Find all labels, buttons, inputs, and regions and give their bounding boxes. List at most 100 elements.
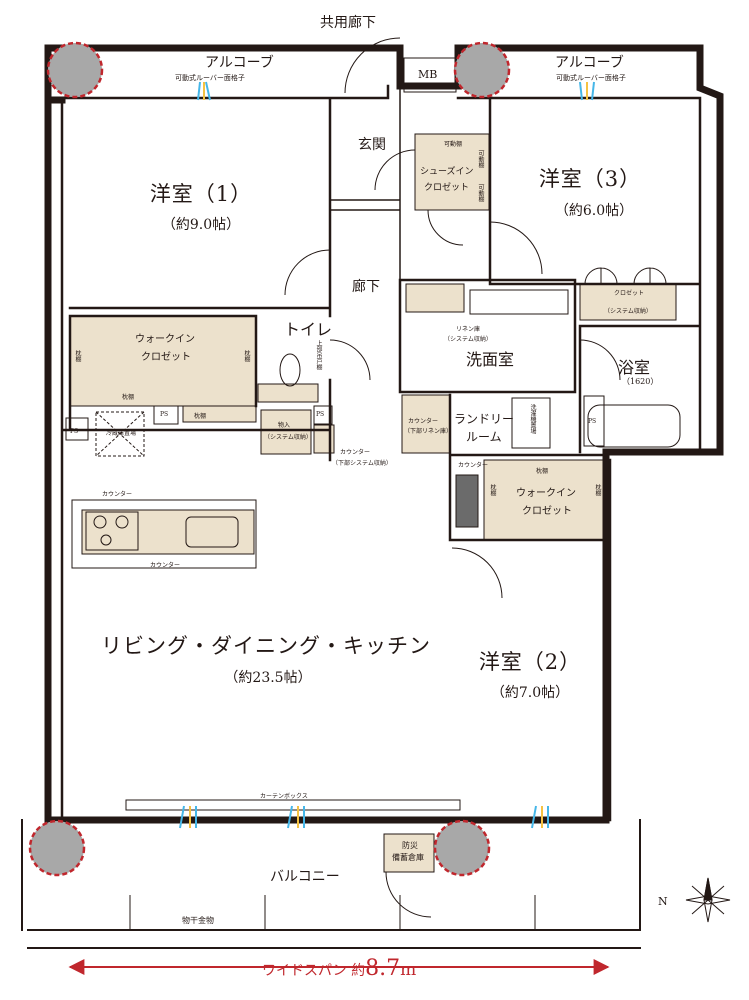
linen-fill [405,283,465,313]
counter-lower-sub-label: （下部システム収納） [332,460,392,467]
kitchen-counter-line [71,499,257,569]
room1-size: （約9.0帖） [161,217,241,233]
storage-label: 物入 [278,422,291,429]
louver-right-label: 可動式ルーバー面格子 [556,74,626,82]
mb-label: MB [418,68,438,81]
wic2-shelf-right: 枕棚 [594,484,601,496]
ps-label-1: PS [70,428,79,435]
ldk-size: （約23.5帖） [224,670,312,686]
laundry-dark-block [455,474,479,528]
movable-shelf-1: 可動棚 [444,141,463,148]
ps-box-1 [65,417,89,441]
compass-icon [685,877,731,923]
column-markers [28,41,511,877]
shoes-closet-fill [414,133,490,211]
bath-size-label: （1620） [622,377,659,386]
alcove-left-label: アルコーブ [205,55,274,71]
washer-space-label: 洗濯機置場 [529,404,536,434]
counter-linen-fill [401,394,451,454]
door-arc-room3 [489,221,543,275]
details [65,37,681,930]
column-marker-bottom-left [28,819,86,877]
closet-fills [69,133,677,873]
fridge-cross [95,411,145,457]
toilet-label: トイレ [284,320,333,339]
counter-lower-label: カウンター [340,449,371,456]
wic2-line1: ウォークイン [516,488,576,499]
door-arc-wash [427,209,464,246]
linen-sub-label: （システム収納） [444,336,492,343]
disaster-storage-line1: 防災 [402,841,418,850]
room1-title: 洋室（1） [149,182,253,206]
wic1-shelf-fill [182,405,257,423]
curtain-box-label: カーテンボックス [260,793,308,800]
movable-shelf-3: 可動棚 [477,184,484,202]
sink-counter [469,289,569,315]
ldk-title: リビング・ダイニング・キッチン [101,634,431,658]
movable-shelf-2: 可動棚 [477,150,484,168]
wic1-fill [69,315,257,407]
counter-linen-sub-label: （下部リネン庫） [404,428,453,435]
ps-label-3: PS [316,411,325,418]
window-mark-room3 [579,81,595,101]
laundry-line1: ランドリー [454,412,515,426]
closet3-fill [579,283,677,321]
counter-label-top: カウンター [102,491,133,498]
balcony-label: バルコニー [270,869,340,885]
disaster-storage-fill [383,833,435,873]
door-arc-balcony [385,871,432,918]
bathtub [587,404,681,448]
counter-small-label: カウンター [458,462,489,469]
stove-burner-3 [100,534,112,546]
wic1-shelf-bottom: 枕棚 [122,394,135,401]
fridge-box [95,411,145,457]
window-marks [179,81,595,829]
closet3-label: クロゼット [614,290,645,297]
washer-box [511,397,551,449]
rail-posts [129,895,536,930]
room2-size: （約7.0帖） [490,685,570,701]
ps-label-4: PS [588,418,597,425]
wide-span-label: ワイドスパン 約8.7m [262,956,416,981]
counter-linen-label: カウンター [408,418,439,425]
window-mark-room2 [531,805,549,829]
corridor-label: 廊下 [352,279,380,295]
washroom-label: 洗面室 [466,350,515,369]
ps-box-4 [583,395,605,447]
alcove-right-label: アルコーブ [555,55,624,71]
door-arc-entrance [344,37,401,94]
stove-burner-1 [93,515,107,529]
common-corridor-label: 共用廊下 [320,15,376,31]
wic2-shelf-top: 枕棚 [536,468,549,475]
window-mark-ldk-2 [287,805,305,829]
ps-box-2 [153,405,179,425]
curtain-box [125,799,461,811]
wic2-fill [483,459,607,541]
kitchen-sink [185,516,239,548]
wic1-shelf-lower: 枕棚 [194,413,207,420]
louver-left-label: 可動式ルーバー面格子 [175,74,245,82]
wic2-shelf-left: 枕棚 [489,484,496,496]
stove [85,511,139,551]
door-arc-shoes [374,149,416,191]
closet3-doors [584,267,667,285]
toilet-bowl [279,353,301,387]
shoes-closet-line2: クロゼット [424,183,470,193]
wide-span-unit: m [400,960,417,980]
door-arc-bath [579,339,621,381]
disaster-storage-line2: 備蓄倉庫 [392,853,424,862]
fridge-label: 冷蔵庫置場 [106,430,137,437]
stove-burner-2 [115,515,129,529]
bath-label: 浴室 [618,358,651,377]
column-marker-top-left [46,41,104,99]
wic1-line2: クロゼット [141,352,191,363]
room3-title: 洋室（3） [538,167,642,191]
door-arc-toilet [329,339,371,381]
compass-n-label: N [658,895,668,908]
walls [21,44,724,949]
laundry-line2: ルーム [466,430,502,444]
storage-sub-label: （システム収納） [264,434,312,441]
column-marker-bottom-right [433,819,491,877]
window-mark-ldk-1 [179,805,197,829]
